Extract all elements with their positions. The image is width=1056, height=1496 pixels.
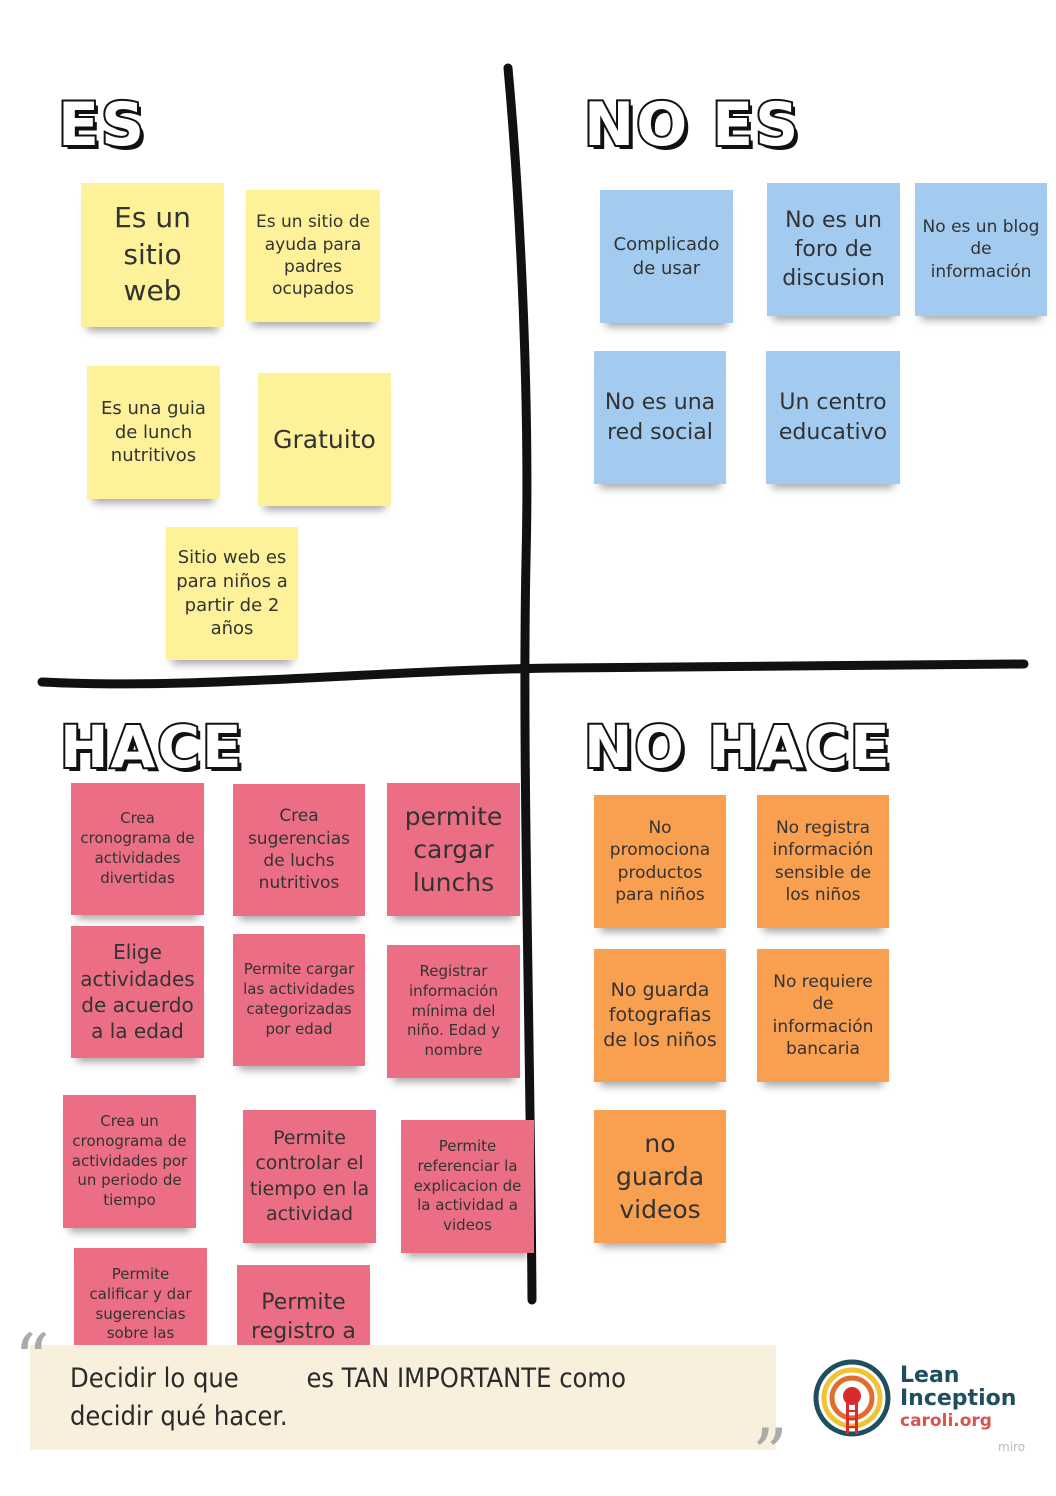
sticky-note[interactable]: Registrar información mínima del niño. E… <box>387 945 520 1078</box>
sticky-note[interactable]: Es una guia de lunch nutritivos <box>87 366 220 499</box>
logo-line3: caroli.org <box>900 1411 992 1431</box>
sticky-note[interactable]: Es un sitio de ayuda para padres ocupado… <box>246 190 380 322</box>
title-hace: HACE <box>58 713 244 781</box>
sticky-note[interactable]: Permite cargar las actividades categoriz… <box>233 934 365 1066</box>
open-quote-icon: “ <box>14 1319 50 1401</box>
sticky-note[interactable]: No requiere de información bancaria <box>757 949 889 1082</box>
sticky-note[interactable]: Complicado de usar <box>600 190 733 323</box>
title-es: ES <box>56 90 147 160</box>
close-quote-icon: ” <box>752 1414 788 1496</box>
quote-text: Decidir lo que es TAN IMPORTANTE como de… <box>70 1360 770 1436</box>
sticky-note[interactable]: Sitio web es para niños a partir de 2 añ… <box>166 527 298 660</box>
quote-line1-start: Decidir lo que <box>70 1363 239 1394</box>
sticky-note[interactable]: no guarda videos <box>594 1110 726 1243</box>
sticky-note[interactable]: Es un sitio web <box>81 183 224 327</box>
sticky-note[interactable]: Permite controlar el tiempo en la activi… <box>243 1110 376 1243</box>
title-no-es: NO ES <box>582 90 801 160</box>
sticky-note[interactable]: No es una red social <box>594 351 726 484</box>
sticky-note[interactable]: Crea cronograma de actividades divertida… <box>71 783 204 915</box>
watermark: miro <box>998 1440 1026 1454</box>
sticky-note[interactable]: Crea un cronograma de actividades por un… <box>63 1095 196 1228</box>
sticky-note[interactable]: No es un foro de discusion <box>767 183 900 316</box>
quote-box <box>30 1345 776 1450</box>
quote-line2: decidir qué hacer. <box>70 1400 288 1432</box>
sticky-note[interactable]: No es un blog de información <box>915 183 1047 316</box>
sticky-note[interactable]: No guarda fotografias de los niños <box>594 949 726 1082</box>
sticky-note[interactable]: Gratuito <box>258 373 391 506</box>
lean-inception-logo <box>813 1359 891 1437</box>
logo-line2: Inception <box>900 1386 1017 1411</box>
sticky-note[interactable]: Permite referenciar la explicacion de la… <box>401 1120 534 1253</box>
sticky-note[interactable]: permite cargar lunchs <box>387 783 520 916</box>
sticky-note[interactable]: Crea sugerencias de luchs nutritivos <box>233 784 365 916</box>
sticky-note[interactable]: No promociona productos para niños <box>594 795 726 928</box>
sticky-note[interactable]: Un centro educativo <box>766 351 900 484</box>
sticky-note[interactable]: No registra información sensible de los … <box>757 795 889 928</box>
logo-line1: Lean <box>900 1363 960 1388</box>
title-no-hace: NO HACE <box>582 713 892 781</box>
quote-line1-end: es TAN IMPORTANTE como <box>306 1363 626 1394</box>
sticky-note[interactable]: Elige actividades de acuerdo a la edad <box>71 926 204 1058</box>
